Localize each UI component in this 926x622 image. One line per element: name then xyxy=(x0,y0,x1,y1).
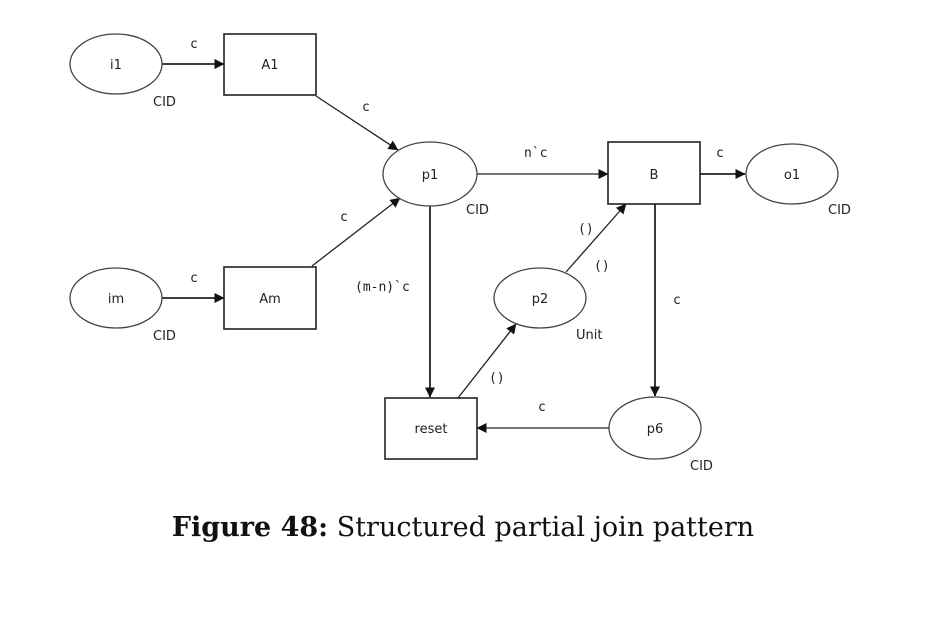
place-p2 xyxy=(493,267,587,329)
type-o1: CID xyxy=(828,203,851,218)
label-im: im xyxy=(108,292,124,307)
inscription-im-Am: c xyxy=(190,271,198,286)
label-p6: p6 xyxy=(647,422,664,437)
label-p1: p1 xyxy=(422,168,439,183)
type-p1: CID xyxy=(466,203,489,218)
type-p2: Unit xyxy=(576,328,602,343)
transition-Am xyxy=(223,266,317,330)
place-p6 xyxy=(608,396,702,460)
inscription-p1-B: n`c xyxy=(524,146,547,161)
inscription-reset-p2: () xyxy=(489,371,505,386)
transition-B xyxy=(607,141,701,205)
inscription-p6-reset: c xyxy=(538,400,546,415)
transition-reset xyxy=(384,397,478,460)
type-i1: CID xyxy=(153,95,176,110)
figure-caption: Figure 48: Structured partial join patte… xyxy=(0,512,926,543)
inscription-p2-B-upper: () xyxy=(578,222,594,237)
arc-p2-B xyxy=(565,203,627,273)
place-o1 xyxy=(745,143,839,205)
figure-number: Figure 48: xyxy=(171,512,329,543)
figure-title: Structured partial join pattern xyxy=(328,512,755,543)
inscription-p1-reset: (m-n)`c xyxy=(355,280,410,295)
place-i1 xyxy=(69,33,163,95)
inscription-Am-p1: c xyxy=(340,210,348,225)
inscription-p2-B-lower: () xyxy=(594,259,610,274)
arc-Am-p1 xyxy=(311,197,401,267)
inscription-A1-p1: c xyxy=(362,100,370,115)
label-B: B xyxy=(650,168,659,183)
label-p2: p2 xyxy=(532,292,549,307)
label-reset: reset xyxy=(415,422,448,437)
label-i1: i1 xyxy=(110,58,122,73)
petri-net-diagram: i1 im A1 Am p1 p2 B o1 reset p6 CID CID … xyxy=(69,33,851,474)
inscription-B-o1: c xyxy=(716,146,724,161)
place-p1 xyxy=(382,141,478,207)
arc-A1-p1 xyxy=(315,95,399,151)
place-im xyxy=(69,267,163,329)
transition-A1 xyxy=(223,33,317,96)
label-A1: A1 xyxy=(261,58,278,73)
inscription-i1-A1: c xyxy=(190,37,198,52)
inscription-B-p6: c xyxy=(673,293,681,308)
type-p6: CID xyxy=(690,459,713,474)
label-o1: o1 xyxy=(784,168,800,183)
type-im: CID xyxy=(153,329,176,344)
arc-reset-p2 xyxy=(457,323,517,399)
label-Am: Am xyxy=(259,292,281,307)
